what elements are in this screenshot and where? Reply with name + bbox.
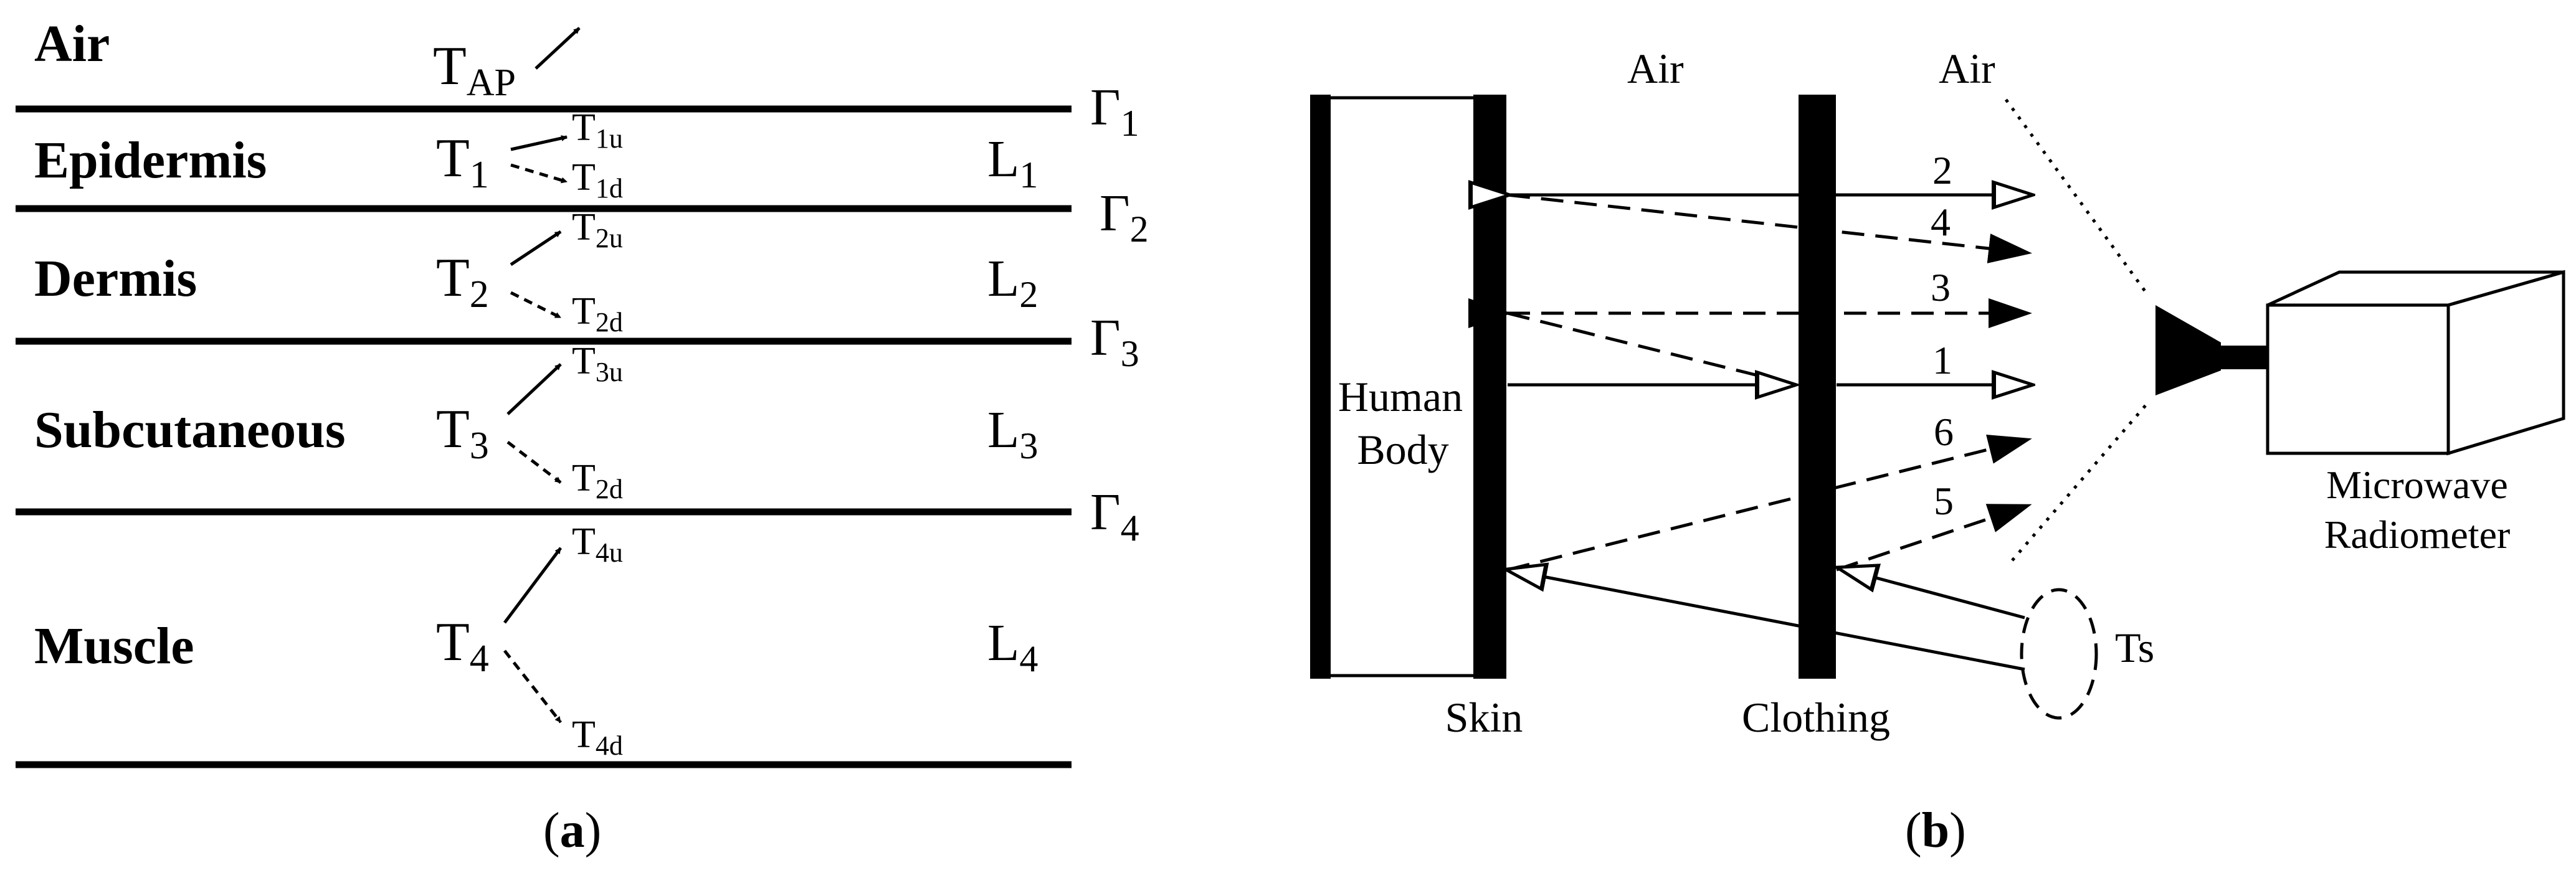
downwelling-arrow-epidermis	[510, 163, 568, 184]
downwelling-label-dermis: T2d	[572, 290, 623, 337]
upwelling-arrow-muscle	[503, 547, 562, 624]
clothing-label: Clothing	[1742, 694, 1890, 741]
apparent-temp-arrow	[535, 27, 581, 70]
air-label-right: Air	[1939, 45, 1995, 92]
upwelling-label-dermis: T2u	[572, 206, 623, 253]
layer-temp-dermis: T2	[436, 248, 489, 316]
fov-line-bottom	[2011, 403, 2147, 562]
ray-number-3: 3	[1931, 265, 1951, 309]
downwelling-label-epidermis: T1d	[572, 156, 623, 204]
ray-number-1: 1	[1932, 338, 1952, 382]
caption-a: (a)	[543, 803, 601, 858]
ray-6-line	[1507, 435, 2032, 572]
radiometer-box	[2266, 270, 2565, 456]
caption-b: (b)	[1905, 803, 1966, 858]
ray-3-diagonal	[1507, 311, 1796, 387]
ts-label: Ts	[2115, 624, 2154, 671]
downwelling-arrow-muscle	[503, 649, 562, 724]
ray-4-line	[1507, 193, 2032, 263]
boundary-label-4: Γ4	[1090, 483, 1139, 549]
thickness-label-subcutaneous: L3	[987, 401, 1038, 466]
boundary-label-2: Γ2	[1100, 184, 1149, 250]
human-body-label-line2: Body	[1357, 426, 1448, 473]
layer-name-epidermis: Epidermis	[34, 131, 267, 189]
clothing-layer	[1799, 95, 1836, 679]
thickness-label-epidermis: L1	[987, 130, 1038, 196]
downwelling-arrow-dermis	[510, 291, 562, 319]
thickness-label-muscle: L4	[987, 614, 1038, 679]
downwelling-arrow-subcutaneous	[506, 441, 562, 484]
upwelling-label-subcutaneous: T3u	[572, 340, 623, 387]
panel-a: Air Epidermis Dermis Subcutaneous Muscle…	[16, 15, 1149, 858]
ray-5-line	[1836, 504, 2032, 572]
radiometer-label-line1: Microwave	[2326, 463, 2507, 507]
layer-name-dermis: Dermis	[34, 250, 197, 308]
ts-ray-to-skin	[1508, 570, 2025, 671]
ray-number-6: 6	[1934, 410, 1954, 454]
human-body-rect	[1311, 96, 1485, 677]
air-label-left: Air	[1627, 45, 1684, 92]
upwelling-label-muscle: T4u	[572, 521, 623, 568]
upwelling-arrow-epidermis	[510, 135, 568, 151]
layer-temp-subcutaneous: T3	[436, 399, 489, 467]
human-body-label-line1: Human	[1338, 373, 1463, 420]
thickness-label-dermis: L2	[987, 250, 1038, 315]
fov-line-top	[2004, 98, 2148, 294]
body-left-edge	[1310, 95, 1331, 679]
upwelling-label-epidermis: T1u	[572, 106, 623, 154]
boundary-label-1: Γ1	[1090, 78, 1139, 144]
panel-b: Air Air Human Body Skin Clothing Ts 2 4 …	[1310, 45, 2565, 858]
boundary-label-3: Γ3	[1090, 309, 1139, 374]
layer-name-air: Air	[34, 15, 110, 73]
layer-temp-epidermis: T1	[436, 128, 489, 196]
upwelling-arrow-subcutaneous	[506, 363, 562, 415]
skin-label: Skin	[1445, 694, 1523, 741]
ray-number-5: 5	[1934, 479, 1954, 523]
layer-temp-muscle: T4	[436, 612, 489, 680]
ray-number-2: 2	[1932, 148, 1952, 192]
upwelling-arrow-dermis	[510, 230, 562, 267]
downwelling-label-subcutaneous: T2d	[572, 457, 623, 504]
ray-number-4: 4	[1931, 200, 1951, 244]
antenna-horn	[2155, 305, 2221, 395]
skin-layer	[1473, 95, 1506, 679]
ts-source-ellipse	[2020, 588, 2098, 720]
radiometer-label-line2: Radiometer	[2324, 512, 2511, 557]
apparent-temp-label: TAP	[433, 36, 516, 104]
antenna-feed	[2221, 346, 2268, 369]
ts-ray-to-clothing	[1839, 568, 2025, 620]
layer-name-subcutaneous: Subcutaneous	[34, 401, 346, 459]
layer-name-muscle: Muscle	[34, 617, 194, 675]
downwelling-label-muscle: T4d	[572, 714, 623, 761]
